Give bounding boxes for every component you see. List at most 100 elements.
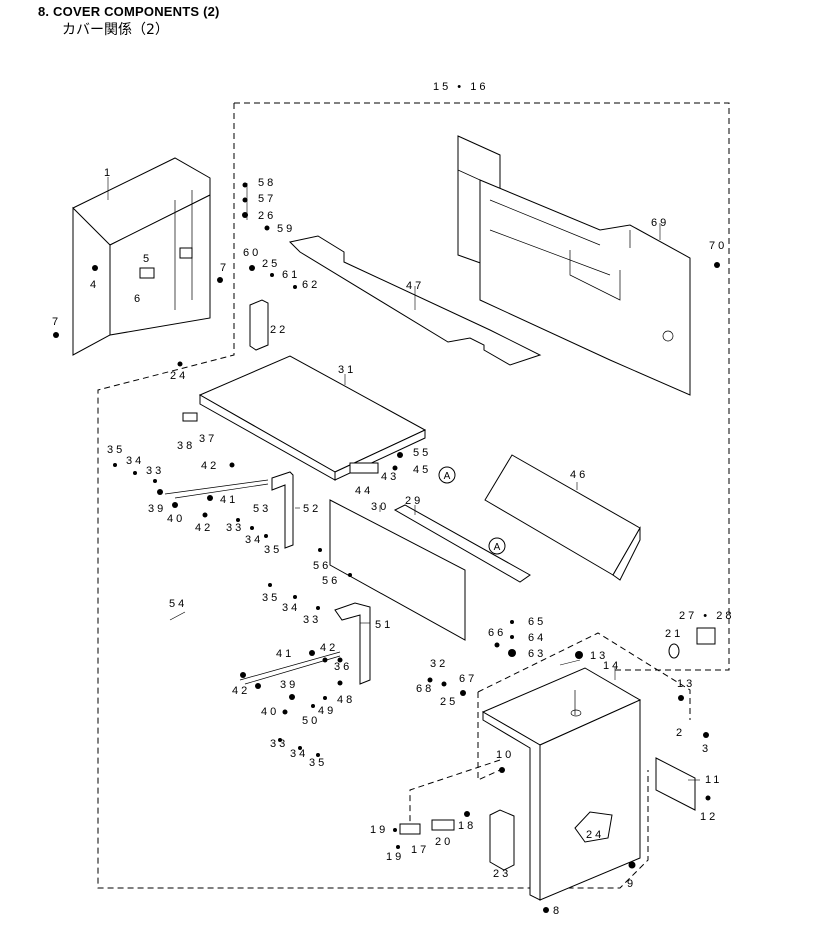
callout-18: 18	[458, 820, 476, 832]
callout-33b: 33	[226, 522, 244, 534]
callout-32: 32	[430, 658, 448, 670]
callout-23: 23	[493, 868, 511, 880]
patch-24	[574, 811, 613, 843]
callout-11: 11	[705, 774, 722, 786]
callout-24a: 24	[170, 370, 188, 382]
callout-3: 3	[702, 743, 711, 755]
callout-52: 52	[303, 503, 321, 515]
callout-34b: 34	[245, 534, 263, 546]
callout-34d: 34	[290, 748, 308, 760]
assembly-boundary-15-16	[97, 102, 730, 889]
pocket-23	[489, 809, 515, 871]
callout-14: 14	[603, 660, 621, 672]
callout-25a: 25	[262, 258, 280, 270]
ref-circle-a1	[438, 466, 456, 484]
callout-2: 2	[676, 727, 685, 739]
callout-5: 5	[143, 253, 152, 265]
callout-50: 50	[302, 715, 320, 727]
callout-35a: 35	[107, 444, 125, 456]
page-title: 8. COVER COMPONENTS (2)	[38, 4, 220, 19]
callout-67: 67	[459, 673, 477, 685]
callout-39b: 39	[280, 679, 298, 691]
pin-54	[169, 611, 186, 621]
callout-33c: 33	[303, 614, 321, 626]
callout-31: 31	[338, 364, 356, 376]
angled-tray-46	[484, 454, 641, 581]
callout-45: 45	[413, 464, 431, 476]
rail-29	[393, 504, 531, 583]
callout-7a: 7	[220, 262, 229, 274]
callout-20: 20	[435, 836, 453, 848]
callout-42a: 42	[201, 460, 219, 472]
callout-29: 29	[405, 495, 423, 507]
callout-12: 12	[700, 811, 718, 823]
callout-40a: 40	[167, 513, 185, 525]
callout-61: 61	[282, 269, 300, 281]
callout-59: 59	[277, 223, 295, 235]
callout-40b: 40	[261, 706, 279, 718]
callout-56a: 56	[313, 560, 331, 572]
callout-10: 10	[496, 749, 514, 761]
ref-label-a1: A	[444, 471, 451, 482]
callout-13b: 13	[677, 678, 695, 690]
callout-56b: 56	[322, 575, 340, 587]
hinge-20	[431, 819, 455, 831]
bracket-52	[271, 471, 294, 549]
callout-15-16: 15 • 16	[433, 81, 488, 93]
front-plate-30	[329, 499, 466, 641]
callout-21: 21	[665, 628, 683, 640]
callout-55: 55	[413, 447, 431, 459]
callout-26: 26	[258, 210, 276, 222]
callout-34c: 34	[282, 602, 300, 614]
callout-33d: 33	[270, 738, 288, 750]
callout-17: 17	[411, 844, 429, 856]
callout-35c: 35	[262, 592, 280, 604]
dash-lead-a	[409, 759, 501, 830]
page-subtitle: カバー関係（2）	[62, 22, 169, 38]
callout-51: 51	[375, 619, 393, 631]
callout-46: 46	[570, 469, 588, 481]
callout-6: 6	[134, 293, 143, 305]
callout-35b: 35	[264, 544, 282, 556]
callout-39a: 39	[148, 503, 166, 515]
side-cover-frame	[53, 157, 223, 356]
lower-cabinet-14	[481, 667, 642, 901]
rear-panel	[457, 135, 720, 396]
callout-69: 69	[651, 217, 669, 229]
callout-42d: 42	[232, 685, 250, 697]
callout-66: 66	[488, 627, 506, 639]
callout-labels: 1 2 3 4 5 6 7 7 8 9 10 11 12 13 13 14 15…	[52, 81, 731, 917]
hinge-17	[399, 823, 421, 835]
top-cover-31	[182, 355, 427, 481]
callout-19a: 19	[370, 824, 388, 836]
ref-circle-a2	[488, 537, 506, 555]
callout-64: 64	[528, 632, 546, 644]
callout-8: 8	[553, 905, 562, 917]
callout-41a: 41	[220, 494, 238, 506]
callout-68: 68	[416, 683, 434, 695]
lower-assembly-boundary	[477, 632, 691, 781]
callout-35d: 35	[309, 757, 327, 769]
callout-4: 4	[90, 279, 99, 291]
callout-65: 65	[528, 616, 546, 628]
callout-36: 36	[334, 661, 352, 673]
block-22	[249, 299, 269, 351]
callout-42c: 42	[320, 642, 338, 654]
callout-37: 37	[199, 433, 217, 445]
callout-7b: 7	[52, 316, 61, 328]
callout-30: 30	[371, 501, 389, 513]
callout-57: 57	[258, 193, 276, 205]
callout-44: 44	[355, 485, 373, 497]
callout-22: 22	[270, 324, 288, 336]
callout-63: 63	[528, 648, 546, 660]
callout-24b: 24	[586, 829, 604, 841]
callout-1: 1	[104, 167, 113, 179]
callout-47: 47	[406, 280, 424, 292]
ref-label-a2: A	[494, 542, 501, 553]
callout-53: 53	[253, 503, 271, 515]
callout-42b: 42	[195, 522, 213, 534]
washer-21	[668, 643, 680, 659]
latch-27-28	[696, 627, 716, 645]
callout-33a: 33	[146, 465, 164, 477]
